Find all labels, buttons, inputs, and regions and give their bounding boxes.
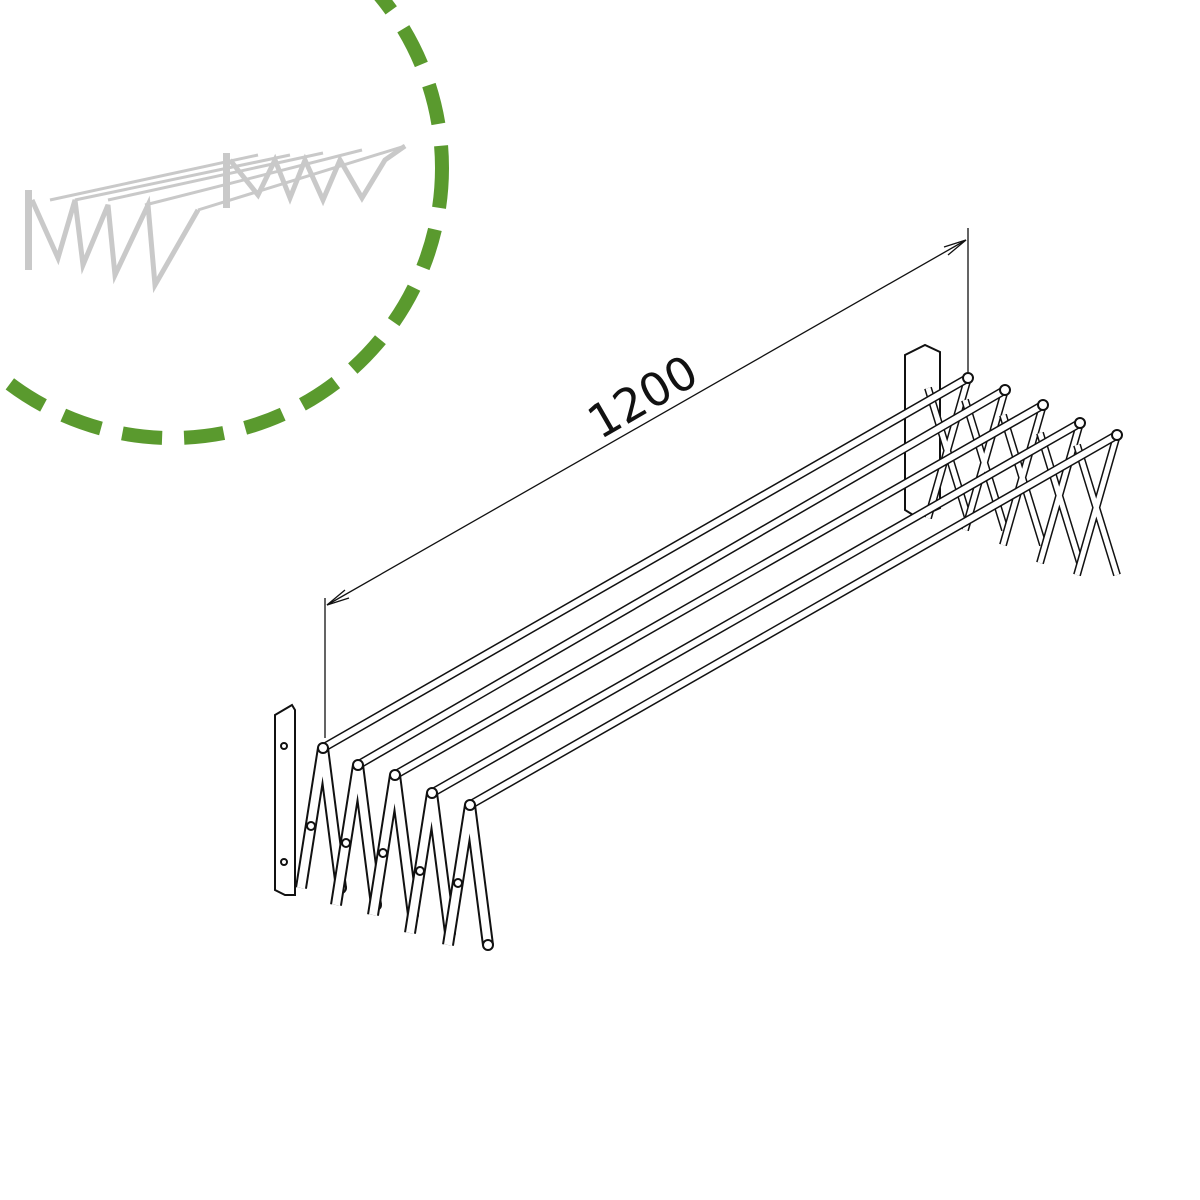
- rod: [393, 402, 1045, 778]
- left-scissor-link-fill: [444, 804, 492, 946]
- pivot-joint: [352, 759, 364, 771]
- pivot-joint: [378, 848, 388, 858]
- rod: [430, 420, 1082, 796]
- left-scissor-link-fill: [369, 774, 417, 916]
- pivot-joint: [389, 769, 401, 781]
- inset-right-bracket: [223, 153, 230, 208]
- pivot-joint: [415, 866, 425, 876]
- inset-dashed-circle: [0, 0, 449, 445]
- dimension-label: 1200: [579, 344, 707, 449]
- drying-rack-drawing: [274, 343, 1123, 951]
- inset-left-scissors: [29, 195, 201, 294]
- rod: [468, 432, 1119, 808]
- inset-right-scissors: [228, 143, 407, 207]
- dimension-annotation: [324, 228, 969, 738]
- rod-end-cap: [1111, 429, 1123, 441]
- dimension-line: [326, 239, 967, 606]
- bracket-screw-hole: [280, 742, 288, 750]
- bracket-screw-hole: [280, 858, 288, 866]
- inset-rod: [107, 151, 324, 202]
- rod-end-cap: [1037, 399, 1049, 411]
- inset-preview: [0, 0, 449, 445]
- pivot-joint: [453, 878, 463, 888]
- pivot-joint: [306, 821, 316, 831]
- rod: [321, 375, 970, 751]
- inset-rod: [74, 153, 291, 202]
- pivot-joint: [317, 742, 329, 754]
- left-scissor-link-fill: [406, 792, 454, 934]
- pivot-joint: [341, 838, 351, 848]
- rod-end-cap: [999, 384, 1011, 396]
- inset-left-bracket: [25, 190, 32, 270]
- inset-rack-photo: [25, 143, 407, 294]
- inset-rod: [197, 144, 406, 212]
- arrow-right: [943, 239, 967, 256]
- rod-end-cap: [1074, 417, 1086, 429]
- pivot-joint: [482, 939, 494, 951]
- right-scissor-link-fill: [962, 389, 1008, 531]
- left-wall-bracket: [274, 703, 296, 896]
- arrow-left: [326, 589, 350, 606]
- rod-end-cap: [962, 372, 974, 384]
- inset-rod: [49, 153, 259, 202]
- pivot-joint: [464, 799, 476, 811]
- inset-rod: [144, 148, 363, 207]
- right-scissor-link-fill: [1074, 434, 1120, 576]
- pivot-joint: [426, 787, 438, 799]
- right-scissor-link-fill: [1000, 404, 1046, 546]
- rod: [356, 387, 1007, 768]
